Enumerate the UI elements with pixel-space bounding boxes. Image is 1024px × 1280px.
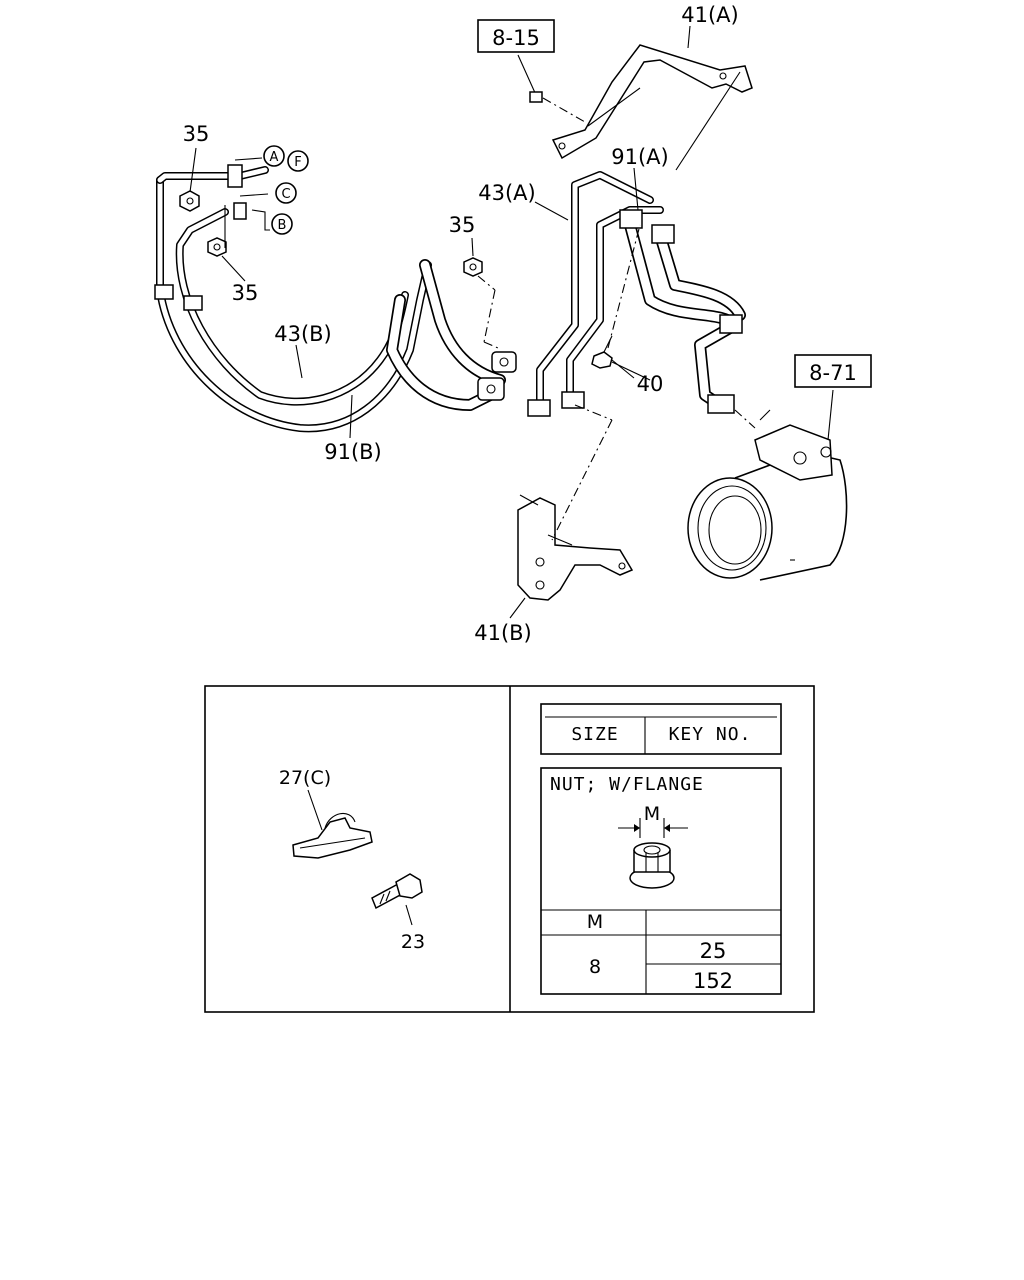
callout-40[interactable]: 40 — [637, 372, 664, 396]
bolt-23 — [371, 873, 423, 926]
col-m: M — [587, 911, 603, 933]
ac-compressor — [687, 389, 848, 581]
fitting — [527, 399, 551, 417]
nut-35-mid — [207, 237, 227, 257]
callout-41a[interactable]: 41(A) — [681, 3, 738, 27]
callout-43b[interactable]: 43(B) — [274, 322, 332, 346]
hose-43b-upper — [156, 166, 269, 184]
bolt-40 — [591, 224, 641, 379]
callout-41b[interactable]: 41(B) — [474, 621, 532, 645]
bracket-41a — [551, 44, 753, 160]
callout-35-right[interactable]: 35 — [449, 213, 476, 237]
hose-middle-group — [386, 259, 506, 411]
callout-91b[interactable]: 91(B) — [324, 440, 382, 464]
flange-nut-icon — [618, 818, 688, 889]
clamp — [233, 202, 247, 220]
connector-f: F — [287, 150, 309, 172]
fitting — [183, 295, 203, 311]
nut-35-top — [179, 190, 200, 212]
hose-91b — [156, 176, 432, 433]
fitting — [154, 284, 174, 300]
ref-box-label: 8-71 — [809, 361, 857, 385]
ref-box-8-71[interactable]: 8-71 — [794, 354, 872, 388]
connector-a: A — [263, 145, 285, 167]
svg-text:F: F — [294, 155, 301, 170]
callout-43a[interactable]: 43(A) — [478, 181, 535, 205]
fitting — [651, 224, 675, 244]
fitting — [619, 209, 643, 229]
clamp — [227, 164, 243, 188]
callout-23[interactable]: 23 — [401, 931, 425, 953]
nut-35-right — [463, 257, 483, 277]
bracket-41b — [517, 404, 634, 601]
bolt-8-15 — [517, 54, 586, 123]
svg-text:B: B — [278, 218, 287, 233]
dim-label: M — [644, 803, 660, 825]
connector-c: C — [275, 182, 297, 204]
header-key-no: KEY NO. — [669, 724, 752, 745]
m-value: 8 — [589, 956, 601, 978]
clamp-27c — [292, 789, 373, 859]
connector-b: B — [271, 213, 293, 235]
table-title: NUT; W/FLANGE — [550, 774, 704, 795]
callout-91a[interactable]: 91(A) — [611, 145, 668, 169]
ref-box-label: 8-15 — [492, 26, 540, 50]
inset-panel — [204, 685, 815, 1013]
size-table-header: SIZE KEY NO. — [540, 703, 782, 755]
fitting — [707, 394, 735, 414]
fitting — [561, 391, 585, 409]
callout-35-top[interactable]: 35 — [183, 122, 210, 146]
block-fitting-left — [477, 351, 517, 401]
svg-text:C: C — [281, 187, 290, 202]
callout-27c[interactable]: 27(C) — [279, 767, 331, 789]
callout-35-low[interactable]: 35 — [232, 281, 259, 305]
svg-text:A: A — [270, 150, 279, 165]
key-no-152[interactable]: 152 — [693, 969, 733, 993]
key-no-25[interactable]: 25 — [700, 939, 727, 963]
size-table: NUT; W/FLANGE M M 8 25 152 — [540, 767, 782, 995]
ref-box-8-15[interactable]: 8-15 — [477, 19, 555, 53]
fitting — [719, 314, 743, 334]
header-size: SIZE — [571, 724, 618, 745]
